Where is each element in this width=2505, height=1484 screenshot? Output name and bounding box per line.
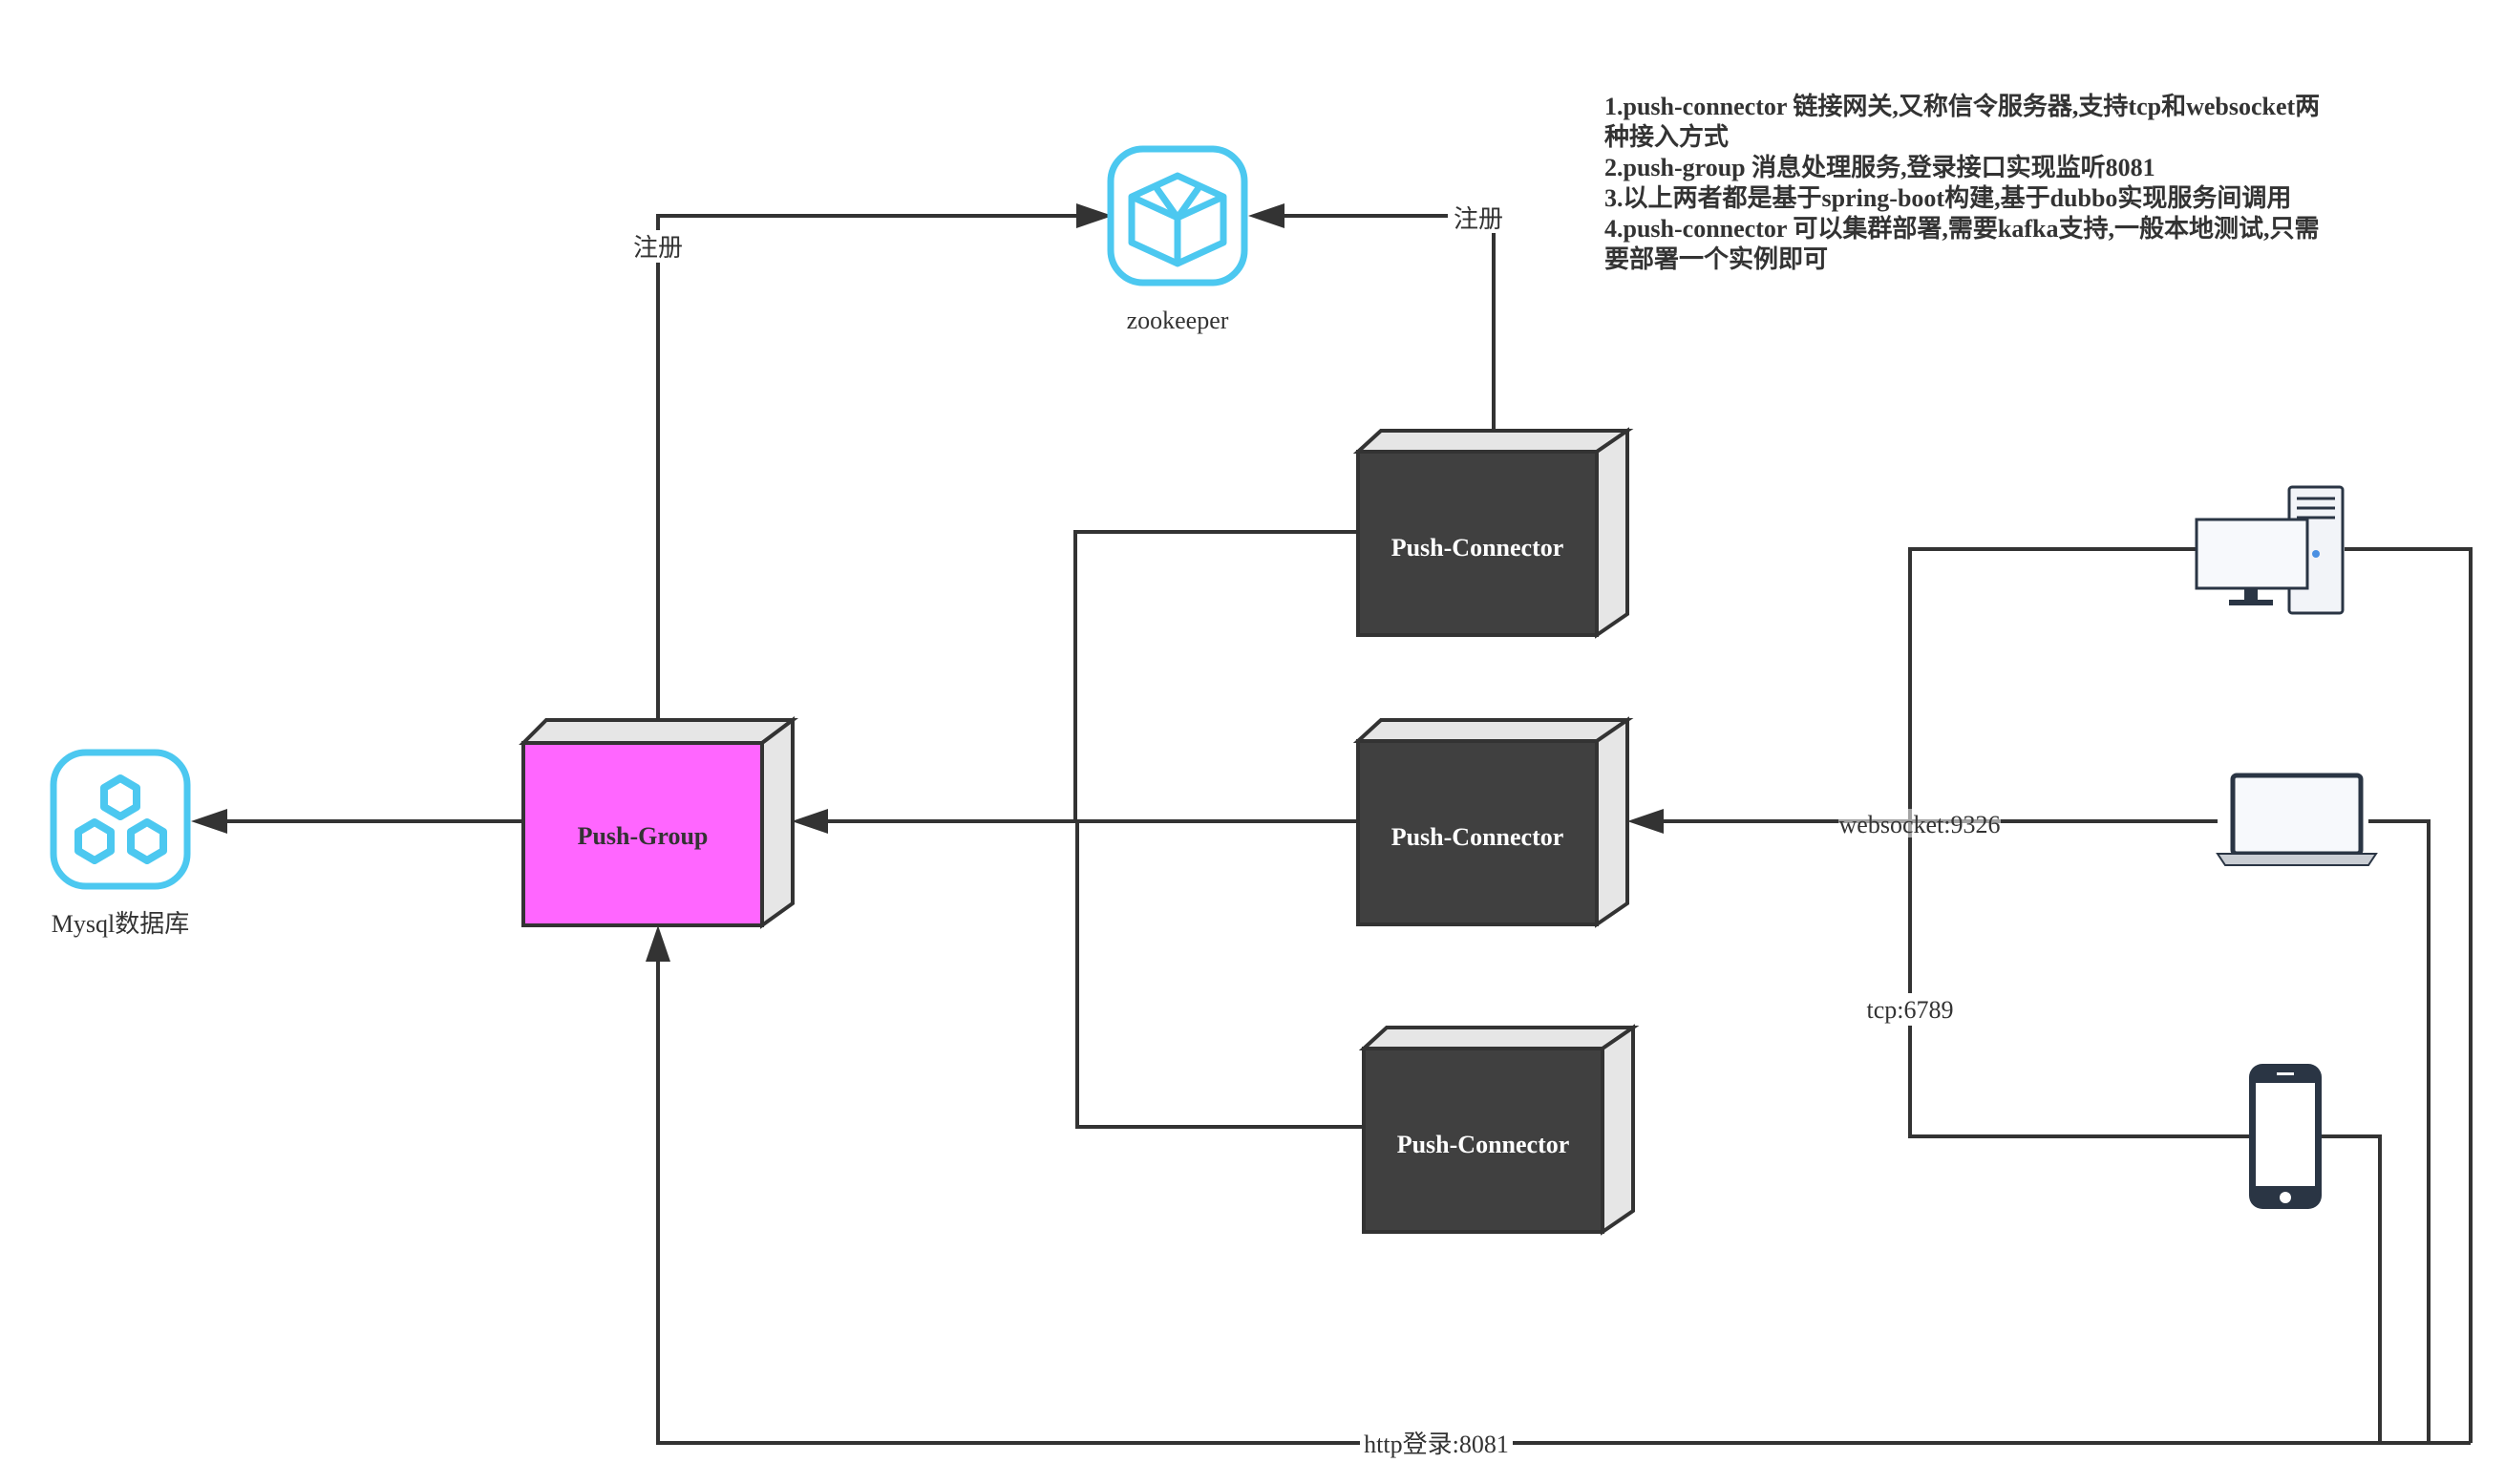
- edge-phone-http: [2322, 1134, 2382, 1443]
- edge-label-websocket: websocket:9326: [1839, 811, 2001, 838]
- phone-screen: [2256, 1083, 2315, 1186]
- desktop-computer-icon: [2195, 485, 2345, 615]
- arrowhead-group: [792, 809, 828, 834]
- edge-connector-to-zookeeper: [1270, 214, 1496, 431]
- arrowhead-zookeeper-left: [1076, 203, 1113, 228]
- label-bg-register-right: [1448, 201, 1509, 233]
- edge-http-to-group: [656, 949, 2471, 1445]
- push-group-side-face: [760, 716, 795, 929]
- edge-label-register-right: 注册: [1454, 205, 1503, 233]
- push-group-top-face: [519, 718, 798, 745]
- laptop-icon: [2216, 773, 2378, 866]
- edge-label-tcp: tcp:6789: [1867, 996, 1954, 1024]
- smartphone-icon: [2249, 1064, 2322, 1209]
- connector2-side-face: [1595, 716, 1629, 928]
- connector1-label: Push-Connector: [1391, 534, 1564, 562]
- note-line-2: 2.push-group 消息处理服务,登录接口实现监听8081: [1604, 154, 2155, 181]
- edge-label-http-login: http登录:8081: [1364, 1431, 1509, 1458]
- push-connector-node-1: Push-Connector: [1352, 427, 1634, 639]
- arrowhead-group-bottom: [646, 925, 670, 962]
- label-bg-http: [1360, 1427, 1513, 1459]
- edge-label-register-left: 注册: [633, 234, 683, 262]
- laptop-base: [2216, 853, 2378, 866]
- arrowhead-mysql: [191, 809, 227, 834]
- label-bg-register-left: [627, 230, 689, 263]
- laptop-screen: [2230, 773, 2364, 857]
- push-connector-node-2: Push-Connector: [1352, 716, 1634, 928]
- label-bg-websocket: [1838, 809, 2001, 837]
- push-connector-node-3: Push-Connector: [1358, 1024, 1640, 1236]
- connector2-top-face: [1352, 718, 1634, 743]
- mysql-label: Mysql数据库: [52, 910, 189, 938]
- edge-laptop-http: [2368, 819, 2431, 1443]
- edge-group-to-zookeeper: [656, 214, 1091, 722]
- edge-desktop-to-connector: [1908, 547, 2197, 821]
- arrowhead-connector2: [1627, 809, 1664, 834]
- connector3-label: Push-Connector: [1397, 1131, 1570, 1158]
- note-line-4: 4.push-connector 可以集群部署,需要kafka支持,一般本地测试…: [1604, 215, 2320, 273]
- connector2-front-face: [1356, 739, 1599, 926]
- push-group-front-face: [521, 741, 764, 927]
- connector1-side-face: [1595, 427, 1629, 639]
- connector3-top-face: [1358, 1026, 1640, 1050]
- arrowhead-zookeeper-right: [1248, 203, 1284, 228]
- zookeeper-node: zookeeper: [1107, 145, 1248, 334]
- mysql-node: Mysql数据库: [50, 749, 191, 938]
- hexagon-cluster-icon: [74, 774, 167, 864]
- edge-phone-to-connector: [1908, 821, 2249, 1138]
- connector1-top-face: [1352, 429, 1634, 454]
- cube-icon: [1128, 172, 1227, 267]
- connector3-front-face: [1362, 1047, 1604, 1234]
- push-group-label: Push-Group: [578, 822, 709, 850]
- connector2-label: Push-Connector: [1391, 823, 1564, 851]
- edge-connector3-to-group: [1075, 821, 1364, 1129]
- connector3-side-face: [1601, 1024, 1635, 1236]
- desktop-monitor: [2195, 518, 2309, 590]
- label-bg-tcp: [1860, 993, 1960, 1026]
- edge-desktop-http: [2345, 547, 2473, 1443]
- connector1-front-face: [1356, 450, 1599, 637]
- push-group-node: Push-Group: [519, 716, 798, 929]
- note-line-3: 3.以上两者都是基于spring-boot构建,基于dubbo实现服务间调用: [1604, 184, 2292, 212]
- notes-block: 1.push-connector 链接网关,又称信令服务器,支持tcp和webs…: [1604, 92, 2330, 275]
- note-line-1: 1.push-connector 链接网关,又称信令服务器,支持tcp和webs…: [1604, 93, 2321, 151]
- zookeeper-label: zookeeper: [1127, 307, 1229, 334]
- edge-connector1-to-group: [1073, 530, 1358, 821]
